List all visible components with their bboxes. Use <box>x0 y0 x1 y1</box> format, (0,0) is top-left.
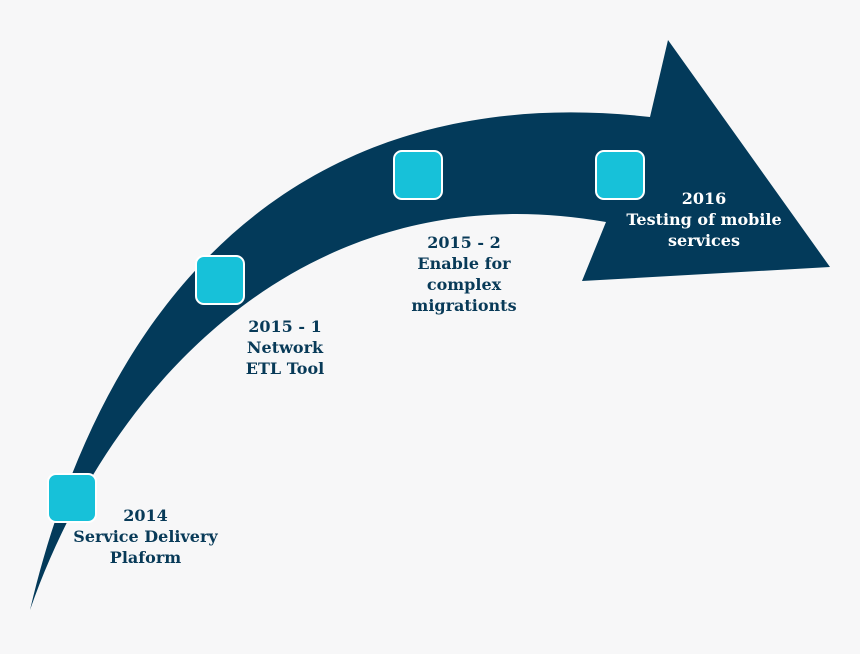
milestone-label-2016: 2016 Testing of mobile services <box>624 188 784 251</box>
milestone-label-2015-1: 2015 - 1 Network ETL Tool <box>235 316 335 379</box>
milestone-line: migrationts <box>411 296 517 315</box>
milestone-line: Service Delivery <box>73 527 218 546</box>
milestone-year: 2015 - 2 <box>427 233 501 252</box>
milestone-line: complex <box>426 275 502 294</box>
milestone-year: 2015 - 1 <box>248 317 322 336</box>
milestone-node-2016 <box>595 150 645 200</box>
milestone-label-2014: 2014 Service Delivery Plaform <box>73 505 218 568</box>
milestone-line: services <box>668 231 740 250</box>
milestone-label-2015-2: 2015 - 2 Enable for complex migrationts <box>404 232 524 316</box>
milestone-year: 2014 <box>123 506 168 525</box>
milestone-line: Enable for <box>417 254 511 273</box>
milestone-line: Plaform <box>109 548 182 567</box>
milestone-node-2014 <box>47 473 97 523</box>
milestone-node-2015-1 <box>195 255 245 305</box>
milestone-year: 2016 <box>681 189 727 208</box>
milestone-line: Network <box>246 338 324 357</box>
milestone-line: ETL Tool <box>245 359 325 378</box>
milestone-node-2015-2 <box>393 150 443 200</box>
milestone-line: Testing of mobile <box>626 210 782 229</box>
